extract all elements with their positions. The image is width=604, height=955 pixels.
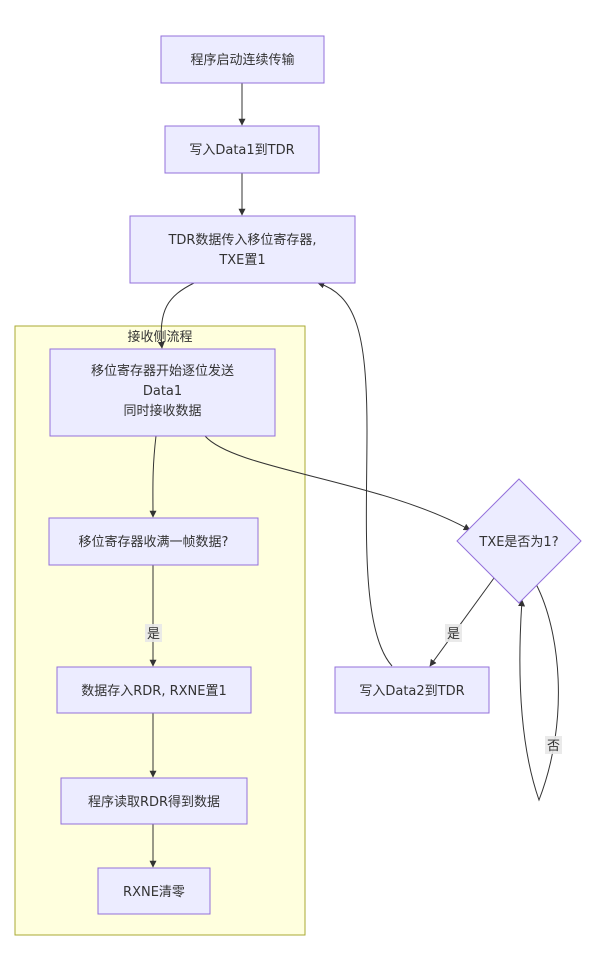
node-shift-send: 移位寄存器开始逐位发送 Data1 同时接收数据 — [49, 348, 276, 437]
edges — [149, 83, 559, 868]
edge-txe-check-loop-no — [518, 583, 559, 802]
node-txe-check-label: TXE是否为1? — [478, 535, 558, 550]
edge-label-no-txe-text: 否 — [547, 739, 560, 754]
edge-label-no-txe: 否 — [545, 736, 562, 754]
node-tdr-transfer: TDR数据传入移位寄存器, TXE置1 — [129, 215, 356, 284]
node-shift-send-label-line3: 同时接收数据 — [123, 403, 201, 419]
cluster-title: 接收侧流程 — [127, 329, 192, 345]
edge-label-yes-txe-text: 是 — [447, 627, 460, 642]
node-write-data2: 写入Data2到TDR — [334, 666, 490, 714]
node-shift-full-label: 移位寄存器收满一帧数据? — [79, 534, 229, 550]
node-read-rdr-label: 程序读取RDR得到数据 — [88, 794, 220, 810]
edge-label-yes-receive: 是 — [145, 624, 162, 642]
edge-shift-send-to-txe-check — [204, 435, 471, 531]
edge-tdr-transfer-to-shift-send — [157, 282, 195, 349]
node-tdr-transfer-label-line2: TXE置1 — [218, 253, 265, 268]
node-write-data2-label: 写入Data2到TDR — [359, 684, 464, 699]
node-txe-check: TXE是否为1? — [456, 478, 582, 604]
edge-label-yes-receive-text: 是 — [147, 627, 160, 642]
edge-write-data2-to-tdr-transfer — [317, 281, 393, 667]
node-start-label: 程序启动连续传输 — [190, 52, 294, 68]
edge-shift-send-to-shift-full — [149, 435, 157, 518]
node-store-rdr: 数据存入RDR, RXNE置1 — [56, 666, 252, 714]
node-shift-full: 移位寄存器收满一帧数据? — [48, 517, 259, 566]
node-shift-send-label-line1: 移位寄存器开始逐位发送 — [91, 363, 234, 379]
node-write-data1-label: 写入Data1到TDR — [189, 143, 294, 158]
node-store-rdr-label: 数据存入RDR, RXNE置1 — [81, 684, 227, 699]
node-tdr-transfer-label-line1: TDR数据传入移位寄存器, — [167, 232, 316, 248]
node-rxne-clear-label: RXNE清零 — [123, 885, 185, 900]
node-write-data1: 写入Data1到TDR — [164, 125, 320, 174]
node-read-rdr: 程序读取RDR得到数据 — [60, 777, 248, 825]
node-shift-send-label-line2: Data1 — [143, 384, 182, 399]
node-start: 程序启动连续传输 — [160, 35, 325, 84]
edge-label-yes-txe: 是 — [445, 624, 462, 642]
edge-txe-check-to-write-data2 — [429, 577, 495, 667]
node-rxne-clear: RXNE清零 — [97, 867, 211, 915]
